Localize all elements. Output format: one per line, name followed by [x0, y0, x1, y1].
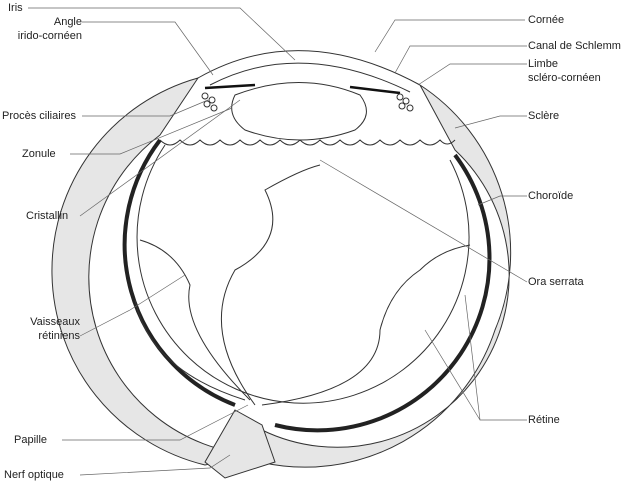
label-ora-serrata: Ora serrata — [528, 276, 584, 288]
label-angle-2: irido-cornéen — [17, 30, 82, 42]
cornea — [197, 50, 421, 86]
cornea-inner — [209, 62, 411, 93]
label-choroide: Choroïde — [528, 190, 574, 202]
label-cristallin: Cristallin — [26, 210, 69, 222]
sclera — [51, 77, 256, 466]
ora-serrata — [159, 139, 456, 146]
label-sclere: Sclère — [528, 110, 560, 122]
label-canal-schlemm: Canal de Schlemm — [528, 40, 621, 52]
sclera-right — [259, 84, 512, 468]
optic-nerve — [204, 409, 276, 479]
label-iris: Iris — [8, 2, 23, 14]
choroid-left — [122, 138, 236, 407]
leader-lines — [28, 7, 528, 476]
label-angle-1: Angle — [53, 16, 82, 28]
label-limbe-2: scléro-cornéen — [528, 72, 601, 84]
iris-left — [204, 83, 256, 90]
label-cornee: Cornée — [528, 14, 565, 26]
label-vaisseaux-2: rétiniens — [38, 330, 80, 342]
label-zonule: Zonule — [22, 148, 56, 160]
label-retine: Rétine — [528, 414, 560, 426]
label-proces-ciliaires: Procès ciliaires — [2, 110, 76, 122]
choroid-right — [274, 153, 492, 433]
retinal-vessels — [134, 164, 471, 406]
label-papille: Papille — [14, 434, 48, 446]
iris-right — [349, 85, 401, 95]
retina — [136, 144, 470, 404]
label-vaisseaux-1: Vaisseaux — [30, 316, 80, 328]
label-limbe-1: Limbe — [528, 58, 558, 70]
ciliary-processes — [201, 92, 414, 112]
label-nerf-optique: Nerf optique — [4, 469, 64, 481]
lens — [231, 82, 367, 141]
